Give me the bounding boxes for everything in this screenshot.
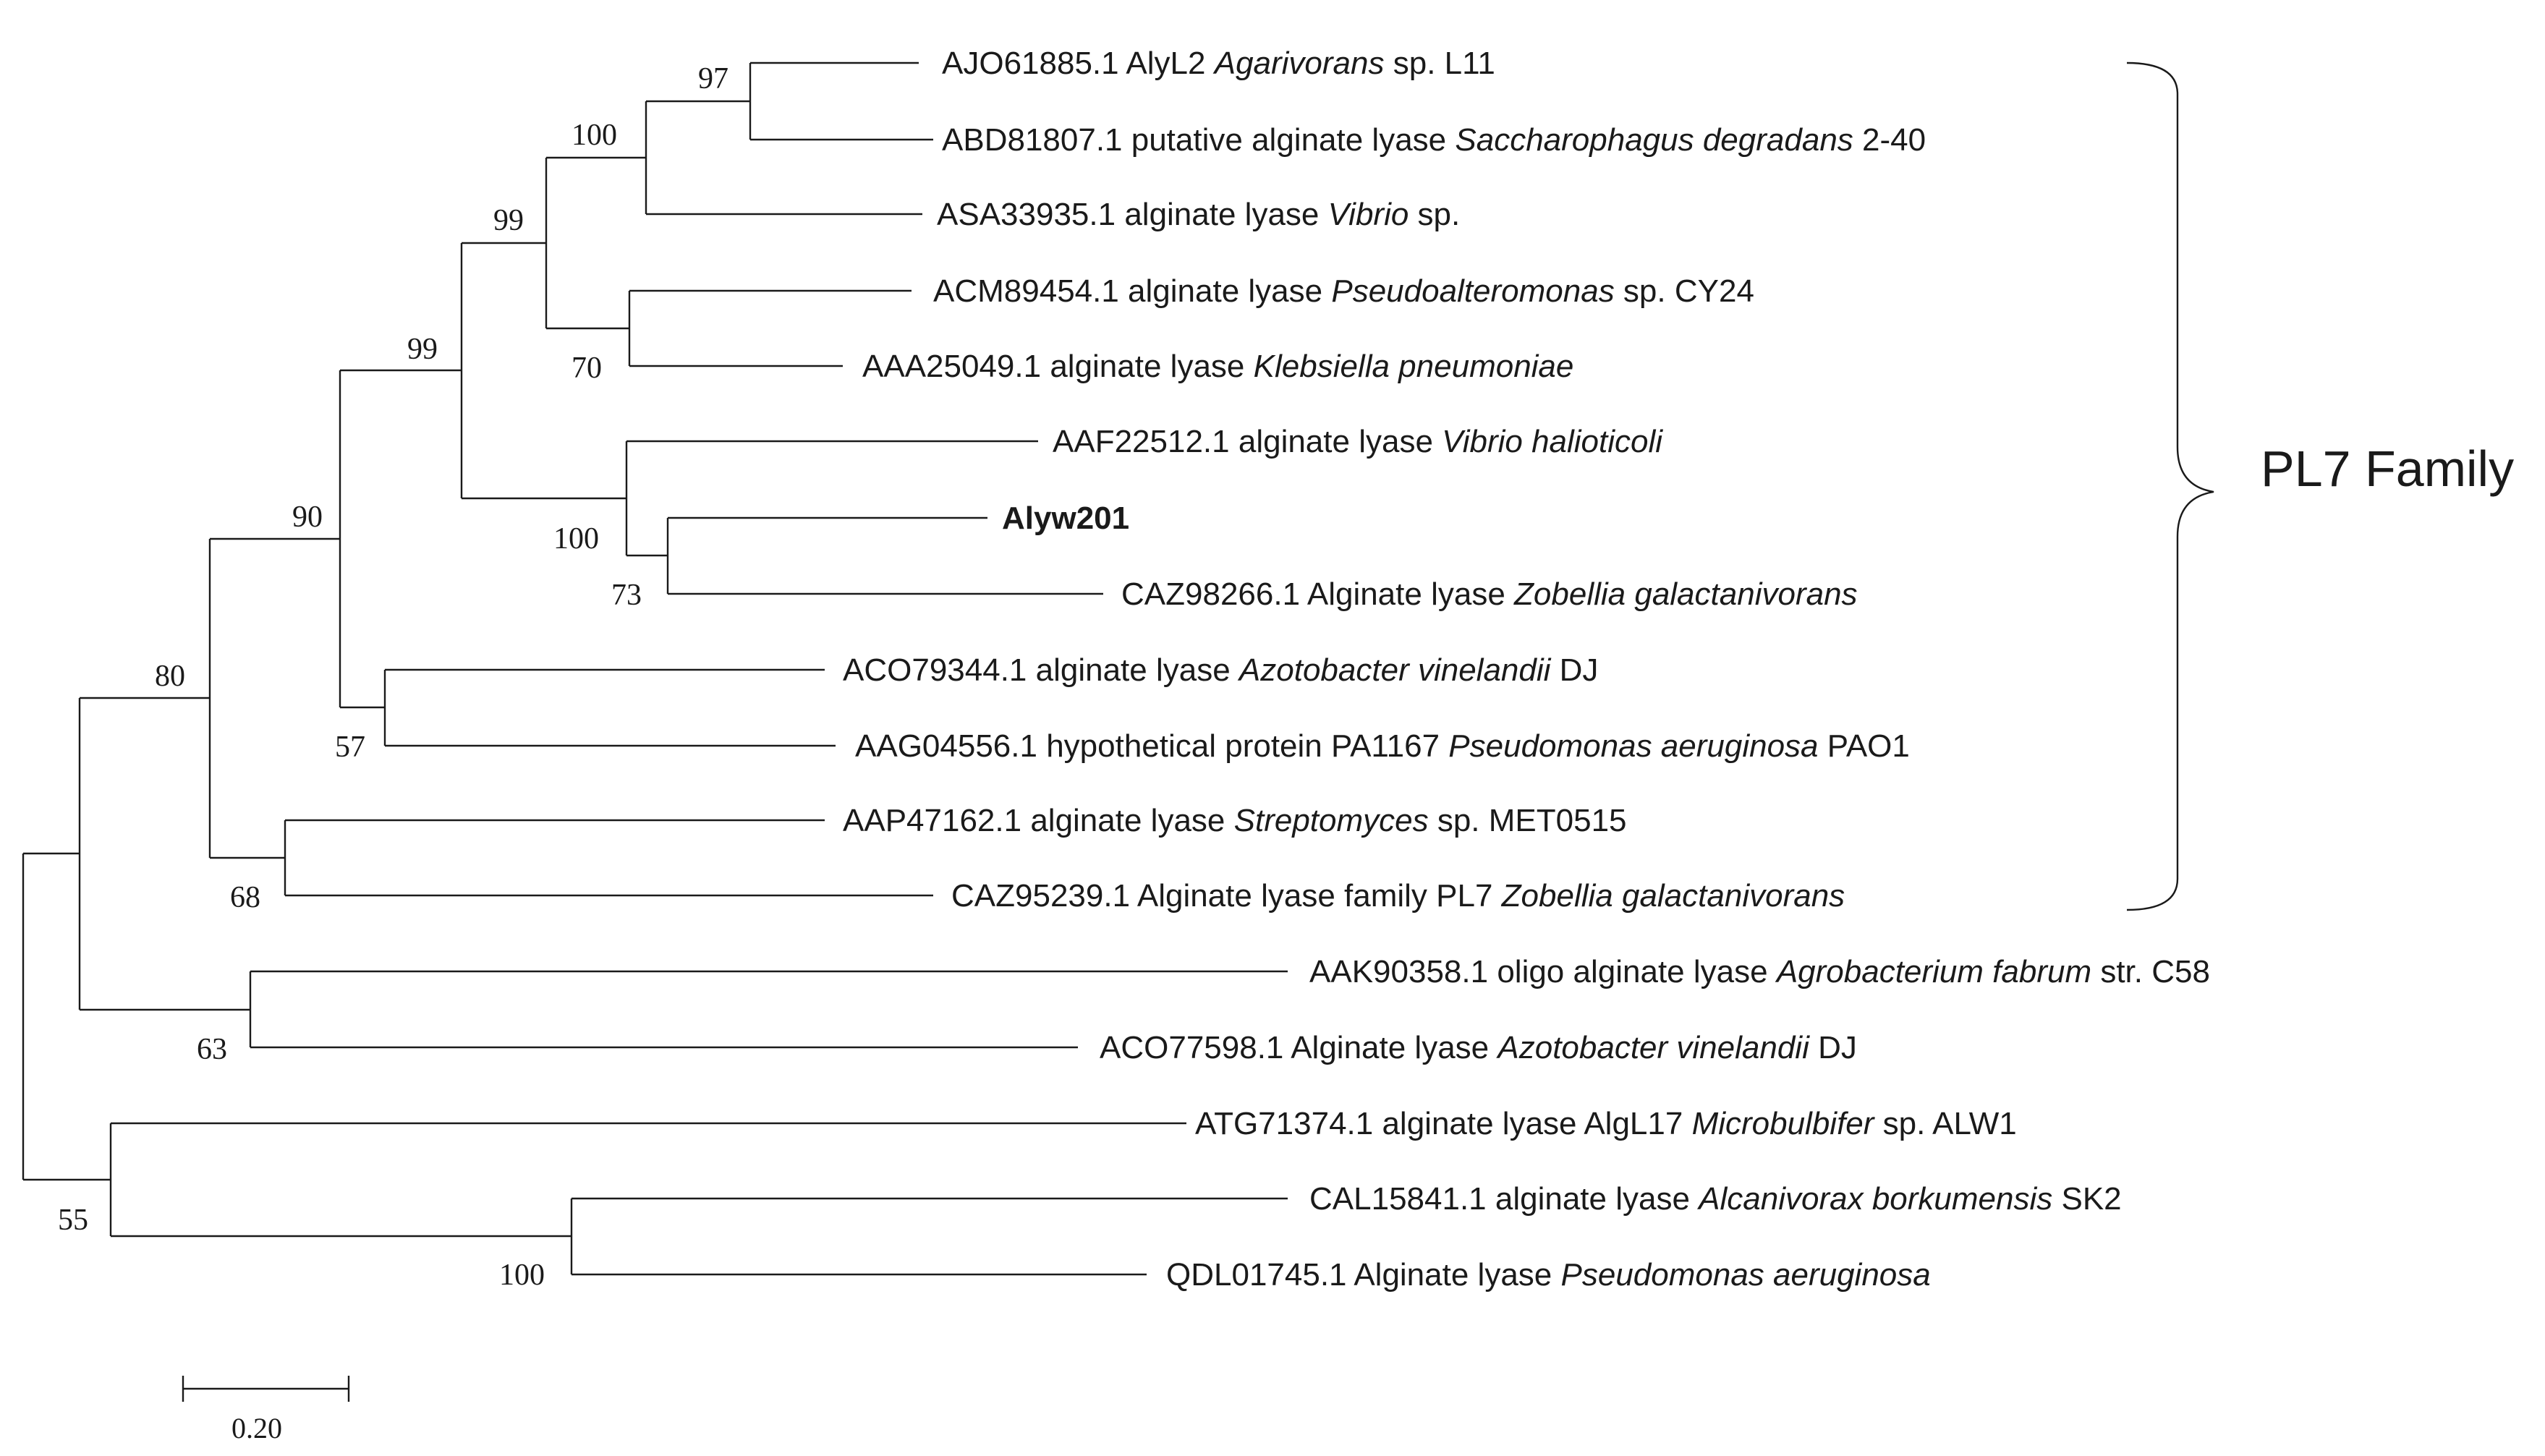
leaf-label: ACO79344.1 alginate lyase Azotobacter vi… xyxy=(843,652,1598,688)
leaf-label-text: ATG71374.1 alginate lyase AlgL17 xyxy=(1195,1106,1692,1141)
leaf-label-text: sp. ALW1 xyxy=(1874,1106,2016,1141)
leaf-label-text: sp. MET0515 xyxy=(1429,803,1627,838)
scale-bar-label: 0.20 xyxy=(231,1412,282,1444)
leaf-label: Alyw201 xyxy=(1002,501,1129,536)
leaf-label-species: Klebsiella pneumoniae xyxy=(1254,349,1574,384)
leaf-label: CAZ98266.1 Alginate lyase Zobellia galac… xyxy=(1121,576,1858,612)
leaf-label-text: AAF22512.1 alginate lyase xyxy=(1053,424,1442,459)
leaf-label: AAF22512.1 alginate lyase Vibrio halioti… xyxy=(1053,424,1663,459)
bootstrap-value: 100 xyxy=(499,1259,545,1292)
leaf-label-text: AAK90358.1 oligo alginate lyase xyxy=(1309,954,1777,989)
leaf-label-species: Zobellia galactanivorans xyxy=(1513,576,1858,612)
bootstrap-values: 97 100 70 99 73 100 99 57 90 68 80 63 10… xyxy=(58,62,728,1292)
bootstrap-value: 70 xyxy=(572,352,602,385)
leaf-label-text: QDL01745.1 Alginate lyase xyxy=(1166,1257,1561,1293)
leaf-label-species: Pseudomonas aeruginosa xyxy=(1561,1257,1931,1293)
leaf-label: AAK90358.1 oligo alginate lyase Agrobact… xyxy=(1309,954,2210,989)
bootstrap-value: 99 xyxy=(407,333,438,366)
leaf-label: AJO61885.1 AlyL2 Agarivorans sp. L11 xyxy=(942,46,1495,81)
leaf-label-text: AJO61885.1 AlyL2 xyxy=(942,46,1215,81)
tree-branches xyxy=(22,61,1288,1276)
leaf-label-species: Azotobacter vinelandii xyxy=(1237,652,1552,688)
leaf-label-text: DJ xyxy=(1809,1030,1857,1065)
bootstrap-value: 97 xyxy=(698,62,728,95)
leaf-label-text: AAA25049.1 alginate lyase xyxy=(862,349,1254,384)
leaf-label: AAA25049.1 alginate lyase Klebsiella pne… xyxy=(862,349,1573,384)
leaf-label: AAP47162.1 alginate lyase Streptomyces s… xyxy=(843,803,1627,838)
leaf-label-species: Pseudomonas aeruginosa xyxy=(1448,728,1818,764)
clade-bracket xyxy=(2126,61,2214,911)
leaf-label-text: str. C58 xyxy=(2091,954,2210,989)
leaf-label-text: Alyw201 xyxy=(1002,501,1129,536)
leaf-label-text: ASA33935.1 alginate lyase xyxy=(937,197,1328,232)
leaf-label: ABD81807.1 putative alginate lyase Sacch… xyxy=(942,122,1926,158)
leaf-label-text: ACM89454.1 alginate lyase xyxy=(933,273,1331,309)
leaf-label-text: CAZ95239.1 Alginate lyase family PL7 xyxy=(951,878,1502,914)
leaf-label: ACO77598.1 Alginate lyase Azotobacter vi… xyxy=(1100,1030,1857,1065)
leaf-label: CAZ95239.1 Alginate lyase family PL7 Zob… xyxy=(951,878,1845,914)
leaf-label-text: SK2 xyxy=(2052,1181,2121,1217)
bootstrap-value: 99 xyxy=(493,204,524,237)
leaf-label-text: sp. CY24 xyxy=(1615,273,1754,309)
leaf-label: ASA33935.1 alginate lyase Vibrio sp. xyxy=(937,197,1460,232)
bootstrap-value: 100 xyxy=(572,119,617,152)
leaf-label-species: Saccharophagus degradans xyxy=(1455,122,1853,158)
pl7-family-bracket: PL7 Family xyxy=(2126,61,2514,911)
leaf-label: AAG04556.1 hypothetical protein PA1167 P… xyxy=(855,728,1910,764)
leaf-label: QDL01745.1 Alginate lyase Pseudomonas ae… xyxy=(1166,1257,1931,1293)
scale-bar-line xyxy=(182,1376,350,1402)
leaf-label-species: Agrobacterium fabrum xyxy=(1775,954,2091,989)
leaf-label-text: sp. L11 xyxy=(1385,46,1495,81)
leaf-label-species: Azotobacter vinelandii xyxy=(1495,1030,1810,1065)
leaf-label-text: CAZ98266.1 Alginate lyase xyxy=(1121,576,1514,612)
bootstrap-value: 73 xyxy=(611,579,642,612)
leaf-label-text: AAG04556.1 hypothetical protein PA1167 xyxy=(855,728,1448,764)
leaf-label: ATG71374.1 alginate lyase AlgL17 Microbu… xyxy=(1195,1106,2017,1141)
bootstrap-value: 100 xyxy=(553,522,599,555)
bootstrap-value: 90 xyxy=(292,501,323,534)
leaf-label-text: AAP47162.1 alginate lyase xyxy=(843,803,1234,838)
clade-label: PL7 Family xyxy=(2261,440,2514,497)
leaf-label-text: ACO79344.1 alginate lyase xyxy=(843,652,1239,688)
leaf-label-text: ABD81807.1 putative alginate lyase xyxy=(942,122,1455,158)
leaf-label-species: Alcanivorax borkumensis xyxy=(1696,1181,2052,1217)
leaf-label: ACM89454.1 alginate lyase Pseudoalteromo… xyxy=(933,273,1754,309)
leaf-label-species: Microbulbifer xyxy=(1692,1106,1876,1141)
leaf-label-text: sp. xyxy=(1409,197,1460,232)
leaf-label-text: DJ xyxy=(1550,652,1598,688)
leaf-labels: AJO61885.1 AlyL2 Agarivorans sp. L11ABD8… xyxy=(843,46,2210,1293)
leaf-label: CAL15841.1 alginate lyase Alcanivorax bo… xyxy=(1309,1181,2122,1217)
bootstrap-value: 57 xyxy=(335,731,365,764)
leaf-label-text: CAL15841.1 alginate lyase xyxy=(1309,1181,1699,1217)
bootstrap-value: 55 xyxy=(58,1204,88,1237)
leaf-label-text: PAO1 xyxy=(1819,728,1910,764)
leaf-label-species: Streptomyces xyxy=(1234,803,1429,838)
bootstrap-value: 80 xyxy=(155,660,185,693)
bootstrap-value: 68 xyxy=(230,881,260,914)
leaf-label-species: Vibrio halioticoli xyxy=(1442,424,1663,459)
leaf-label-species: Pseudoalteromonas xyxy=(1331,273,1614,309)
leaf-label-species: Zobellia galactanivorans xyxy=(1501,878,1845,914)
leaf-label-text: ACO77598.1 Alginate lyase xyxy=(1100,1030,1497,1065)
leaf-label-species: Vibrio xyxy=(1328,197,1409,232)
scale-bar: 0.20 xyxy=(182,1376,350,1444)
leaf-label-species: Agarivorans xyxy=(1212,46,1385,81)
leaf-label-text: 2-40 xyxy=(1853,122,1926,158)
bootstrap-value: 63 xyxy=(197,1033,227,1066)
